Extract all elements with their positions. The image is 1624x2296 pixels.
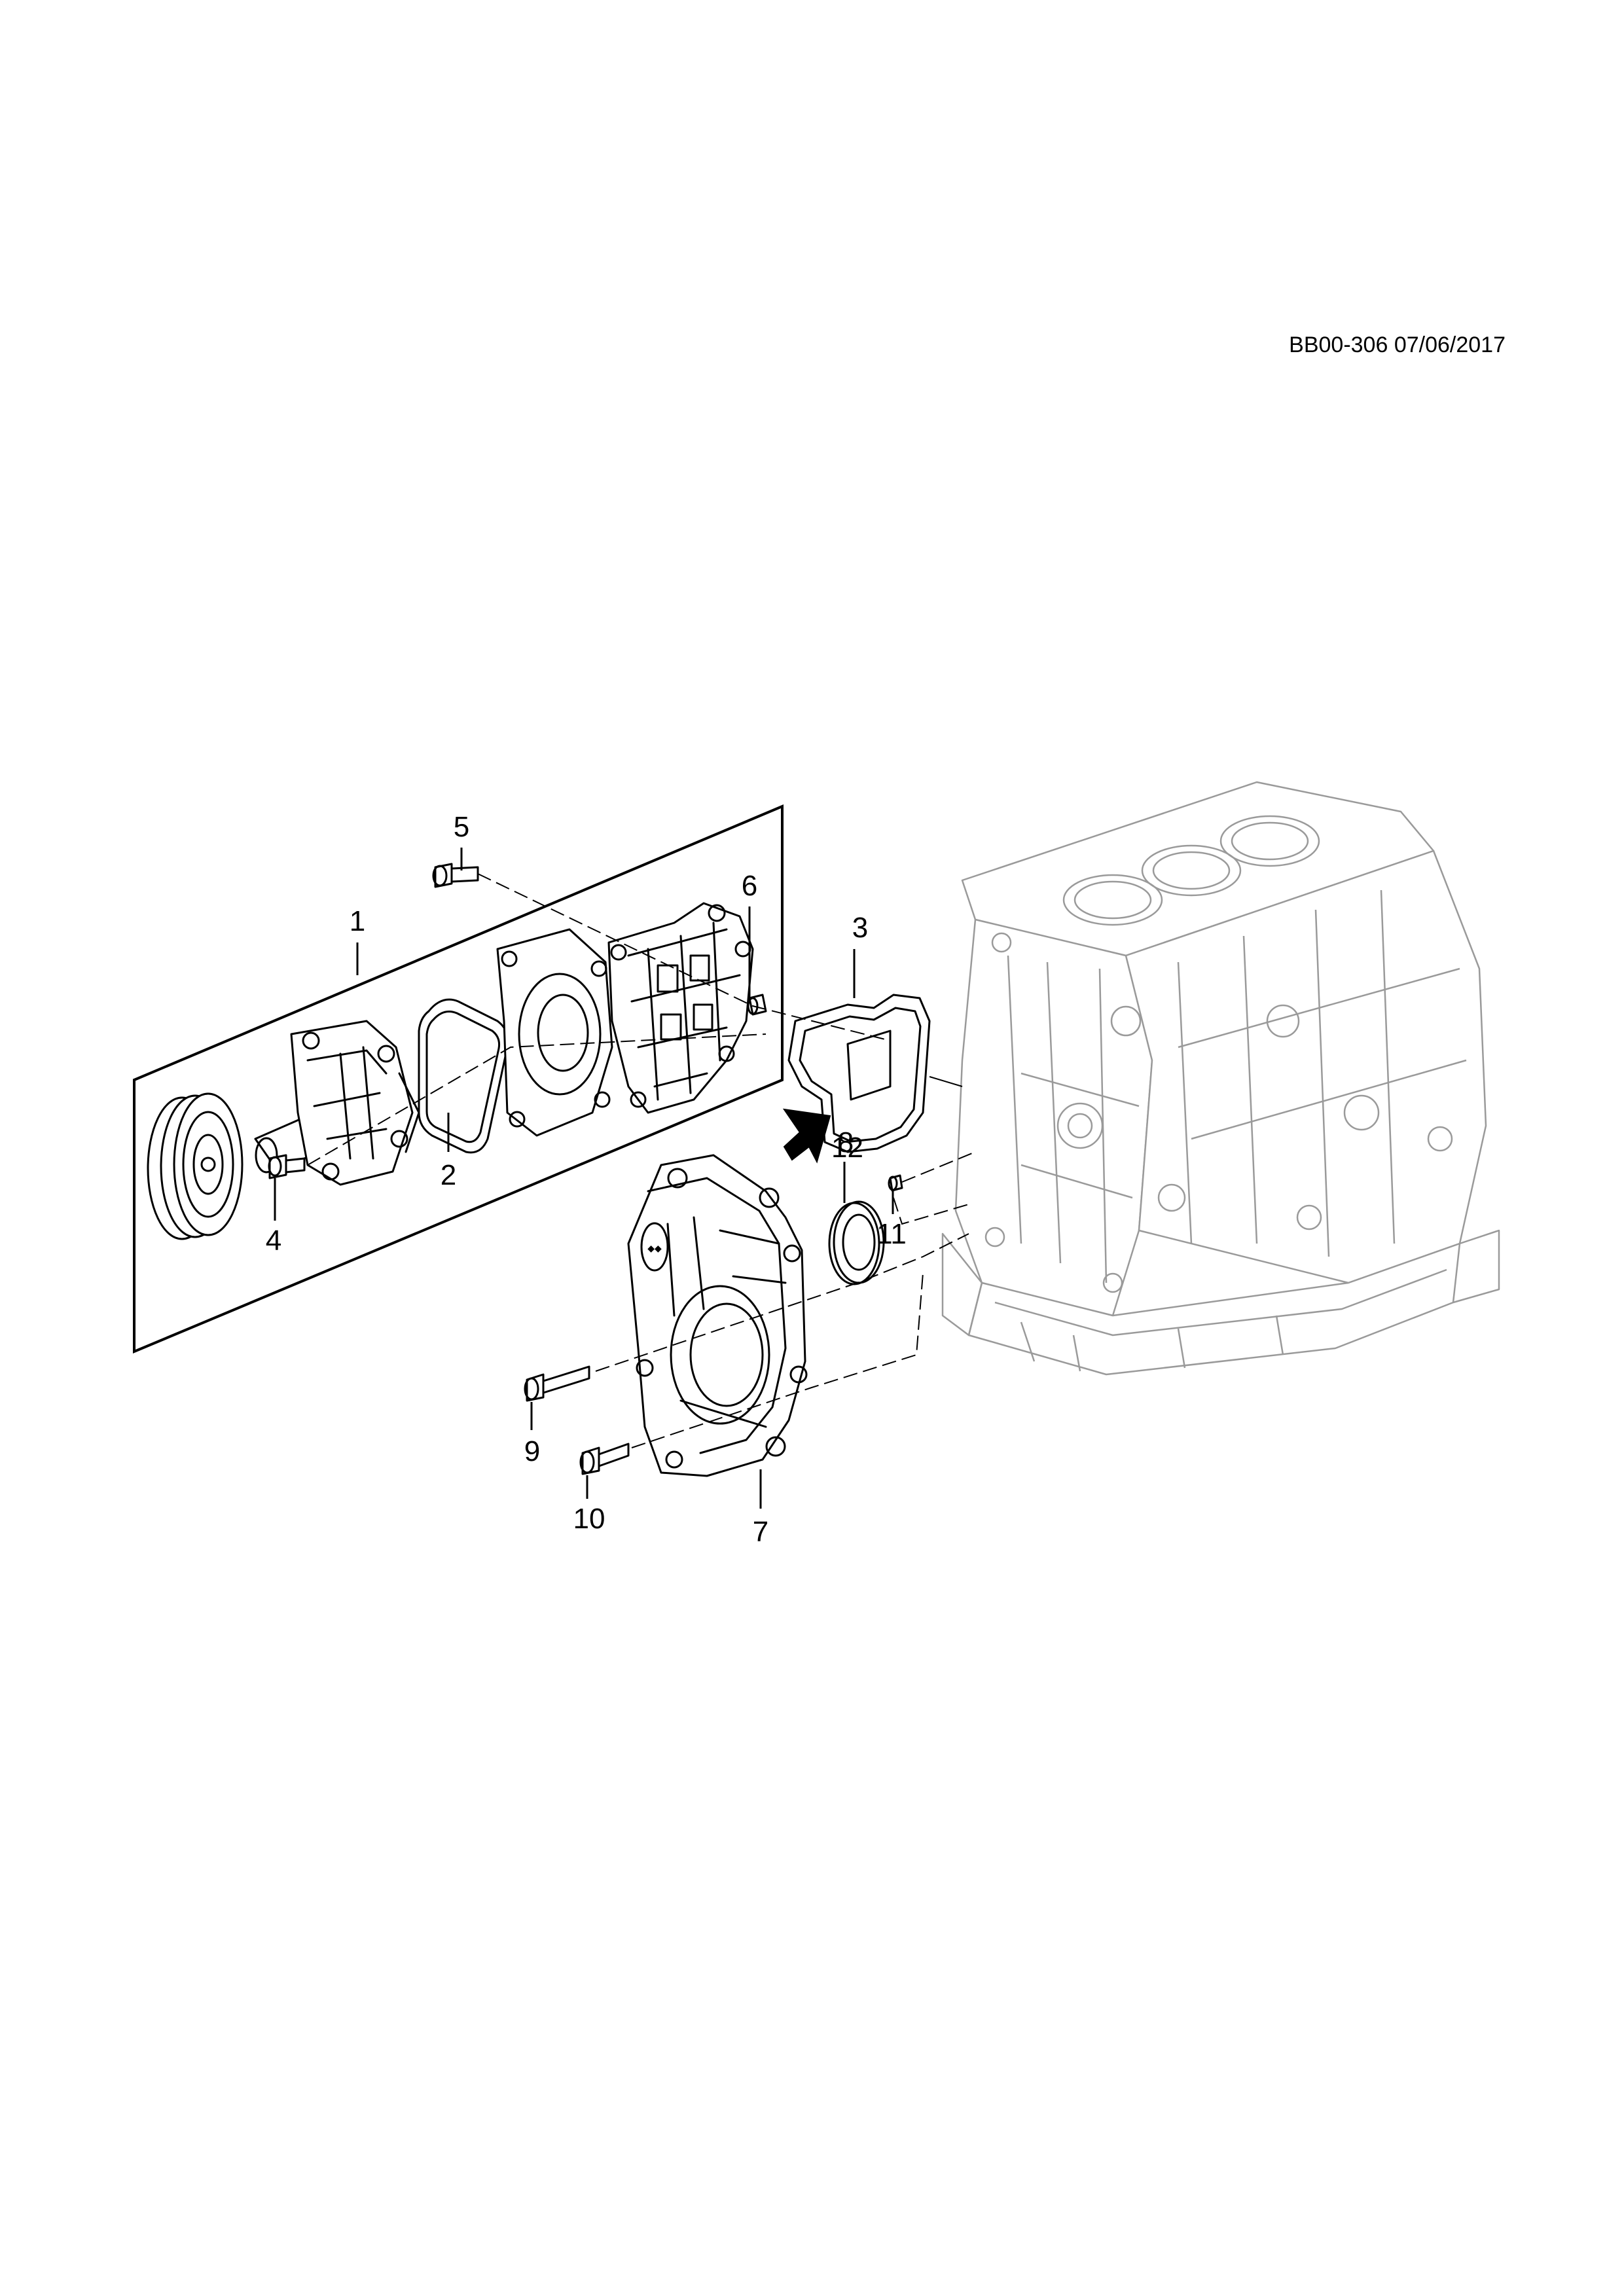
timing-cover: ◆◆ [627,1154,808,1477]
pump-gasket [418,998,509,1154]
assembly-box [133,804,784,1354]
bolt-4 [268,1154,306,1179]
callout-7: 7 [753,1516,768,1548]
dowel-pin-11 [888,1174,903,1192]
crankshaft-seal [828,1200,885,1285]
alignment-lines [307,873,976,1448]
callout-11: 11 [876,1218,907,1250]
housing-gasket [787,994,931,1153]
pump-housing [496,928,613,1137]
callout-10: 10 [573,1503,605,1535]
bolt-9 [524,1365,590,1402]
callout-9: 9 [524,1435,540,1467]
callout-12: 12 [831,1132,863,1164]
pulley [147,1092,244,1240]
engine-block [941,781,1500,1376]
callout-8: 8 [838,1126,854,1158]
callout-2: 2 [441,1159,456,1191]
callout-6: 6 [742,870,757,902]
dowel-pin-6 [747,994,767,1016]
callout-1: 1 [350,905,365,937]
callout-5: 5 [454,811,469,843]
thermostat-housing [607,902,754,1114]
callout-leaders [274,848,894,1509]
callout-numbers: 1 2 3 4 5 6 7 8 9 10 11 12 [266,811,907,1548]
svg-text:◆◆: ◆◆ [647,1243,662,1253]
callout-3: 3 [852,912,868,944]
drawing-code: BB00-306 07/06/2017 [1289,332,1506,357]
bolt-10 [579,1443,630,1475]
callout-4: 4 [266,1225,281,1257]
bolt-5 [432,863,479,888]
view-direction-arrow [782,1108,831,1164]
